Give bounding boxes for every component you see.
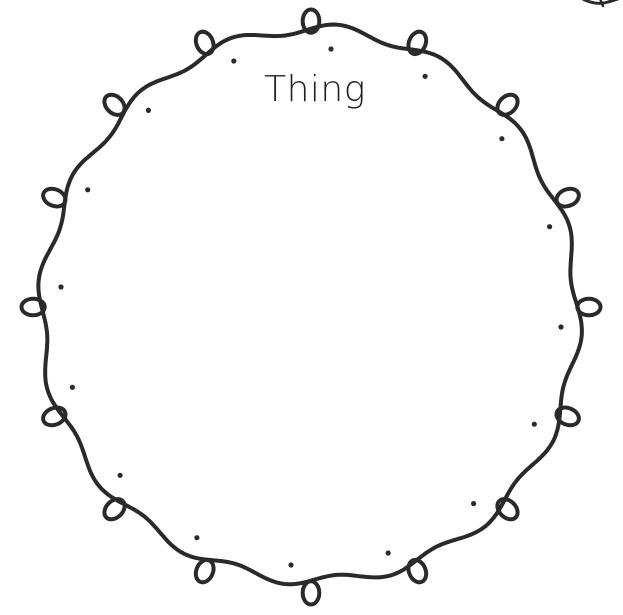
frame-dot (532, 422, 537, 427)
frame-dot (231, 58, 236, 63)
frame-loop (493, 495, 521, 523)
frame-dot (194, 535, 199, 540)
frame-loop (405, 557, 429, 585)
frame-dot (118, 473, 123, 478)
frame-dot (288, 562, 293, 567)
frame-dots (58, 46, 563, 567)
frame-loop (100, 495, 128, 523)
frame-dot (558, 324, 563, 329)
frame-dot (386, 550, 391, 555)
frame-loop (303, 581, 320, 604)
frame-dot (328, 46, 333, 51)
frame-dot (58, 284, 63, 289)
frame-loop (40, 404, 68, 428)
frame-loop (577, 299, 600, 316)
frame-loop (554, 185, 582, 209)
frame-loop (40, 185, 68, 209)
frame-loop (193, 29, 217, 57)
frame-dot (146, 108, 151, 113)
frame-loop (493, 91, 521, 119)
frame-loop (193, 557, 217, 585)
page-title: Thing (200, 70, 430, 110)
frame-dot (85, 187, 90, 192)
frame-dot (547, 224, 552, 229)
frame-dot (471, 501, 476, 506)
frame-dot (70, 385, 75, 390)
frame-dot (499, 136, 504, 141)
